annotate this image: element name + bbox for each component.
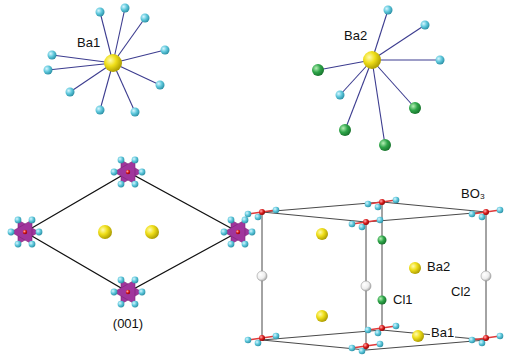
oxygen-atom <box>96 8 105 17</box>
oxygen-atom <box>421 21 430 30</box>
ba1-bonds <box>48 8 165 112</box>
oxygen-atom <box>156 81 165 90</box>
barium-atom <box>363 51 381 69</box>
chlorine-atom <box>481 271 491 281</box>
chlorine-atom <box>378 236 387 245</box>
bo3-group <box>245 207 280 221</box>
oxygen-atom <box>384 6 393 15</box>
bond <box>372 60 385 145</box>
oxygen-atom <box>336 91 345 100</box>
oxygen-atom <box>141 14 150 23</box>
oxygen-atom <box>44 66 53 75</box>
atom-label: (001) <box>112 316 144 331</box>
bo3-group <box>111 277 146 308</box>
barium-atom <box>98 225 112 239</box>
bo3-group <box>349 341 384 355</box>
bond <box>372 25 425 60</box>
atom-label: Ba1 <box>76 35 101 50</box>
ba2-bonds <box>318 10 440 145</box>
chlorine-atom <box>339 124 351 136</box>
oxygen-atom <box>121 4 130 13</box>
barium-atom <box>316 310 328 322</box>
chlorine-atom <box>361 281 371 291</box>
atom-label: BO₃ <box>460 186 486 201</box>
bond <box>52 55 113 63</box>
oxygen-atom <box>48 51 57 60</box>
bond <box>345 60 372 130</box>
oxygen-atom <box>96 106 105 115</box>
unit-cell-outline <box>25 172 238 292</box>
unit-cell-box <box>262 202 486 350</box>
bond <box>372 59 440 60</box>
oxygen-atom <box>131 108 140 117</box>
atom-label: Ba2 <box>426 259 451 274</box>
chlorine-atom <box>378 296 387 305</box>
atom-label: Ba1 <box>430 325 455 340</box>
barium-atom <box>412 330 424 342</box>
bo3-group <box>111 157 146 188</box>
chlorine-atom <box>312 64 324 76</box>
bo3-group <box>245 333 280 347</box>
bo3-group <box>365 197 400 211</box>
bo3-group <box>469 333 504 347</box>
atom-label: Cl1 <box>392 292 414 307</box>
barium-atom <box>104 54 122 72</box>
bond <box>48 63 113 70</box>
bo3-group <box>365 323 400 337</box>
chlorine-atom <box>379 139 391 151</box>
bo3-group <box>8 217 43 248</box>
bo3-group <box>221 217 256 248</box>
barium-atom <box>409 262 421 274</box>
chlorine-atom <box>409 102 421 114</box>
oxygen-atom <box>436 56 445 65</box>
cell-face <box>262 202 486 222</box>
bo3-group <box>469 207 504 221</box>
atom-label: Cl2 <box>450 284 472 299</box>
atom-label: Ba2 <box>343 28 368 43</box>
oxygen-atom <box>161 46 170 55</box>
bo3-group <box>349 217 384 231</box>
barium-atom <box>316 228 328 240</box>
chlorine-atom <box>257 271 267 281</box>
barium-atom <box>145 225 159 239</box>
oxygen-atom <box>66 88 75 97</box>
